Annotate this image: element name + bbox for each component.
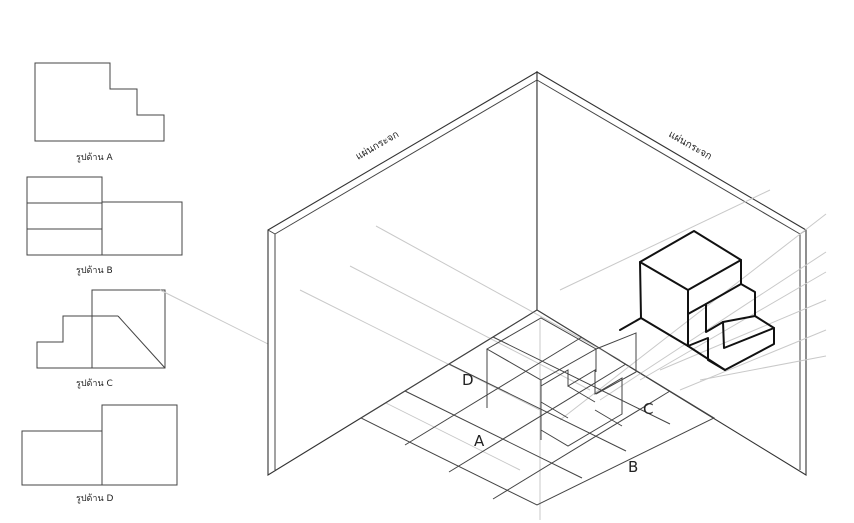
left-glass-plane	[267, 71, 538, 476]
construction-lines	[299, 189, 827, 520]
view-c-caption: รูปด้าน C	[76, 378, 113, 389]
label-c: C	[643, 400, 653, 418]
label-b: B	[628, 458, 638, 476]
label-a: A	[474, 432, 485, 450]
view-d-outline	[21, 404, 178, 486]
label-d: D	[462, 371, 474, 389]
view-a-outline	[34, 62, 165, 142]
view-d: รูปด้าน D	[21, 404, 178, 504]
right-glass-plane	[536, 71, 807, 476]
view-b-outline	[26, 176, 183, 256]
glass-planes: แผ่นกระจก แผ่นกระจก	[267, 71, 807, 476]
view-b: รูปด้าน B	[26, 176, 183, 276]
stair-object	[619, 230, 775, 371]
view-a: รูปด้าน A	[34, 62, 165, 163]
direction-labels: D A C B	[462, 371, 653, 476]
view-b-caption: รูปด้าน B	[76, 265, 113, 276]
projected-block	[485, 317, 637, 447]
view-a-caption: รูปด้าน A	[76, 152, 113, 163]
view-c-outline	[36, 289, 166, 369]
floor-grid	[359, 309, 716, 506]
view-c: รูปด้าน C	[36, 289, 166, 389]
view-d-caption: รูปด้าน D	[76, 493, 113, 504]
